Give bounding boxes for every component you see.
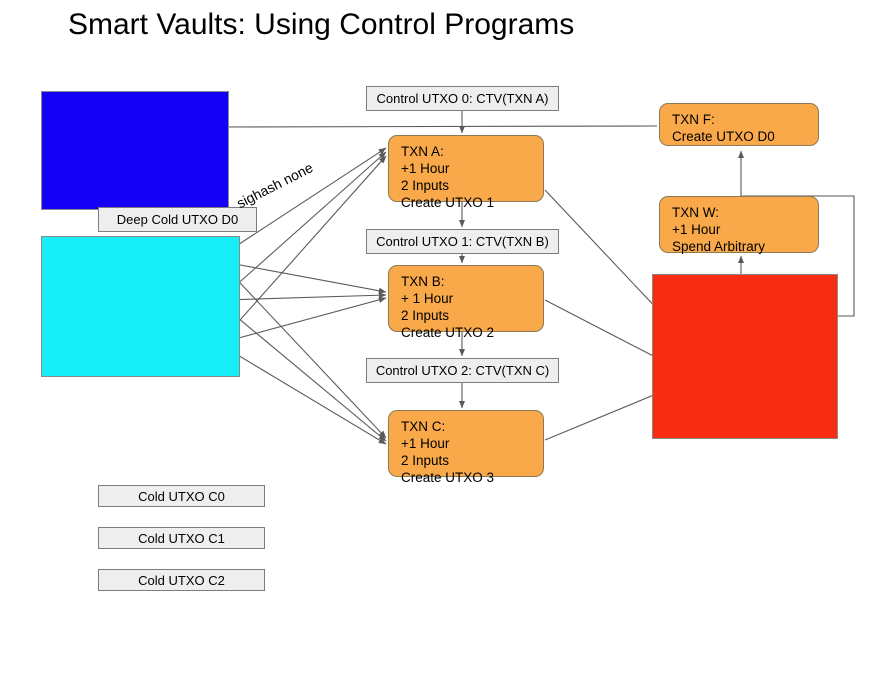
arrow-c1-to-txnb [223, 292, 387, 301]
transaction-box-txn-b[interactable]: TXN B: + 1 Hour 2 Inputs Create UTXO 2 [388, 265, 544, 340]
control-utxo-1-box[interactable]: Control UTXO 1: CTV(TXN B) [366, 229, 559, 254]
txn-c-line2: +1 Hour [401, 436, 450, 451]
diagram-canvas: Smart Vaults: Using Control Programs [41, 8, 855, 591]
control-utxo-2-box[interactable]: Control UTXO 2: CTV(TXN C) [366, 358, 559, 383]
txn-b-line2: + 1 Hour [401, 291, 454, 306]
utxo-box-c0[interactable]: Cold UTXO C0 [98, 485, 265, 507]
arrow-c2-to-txna [223, 155, 387, 339]
txn-f-line2: Create UTXO D0 [672, 129, 775, 144]
arrow-h0-to-txnf [737, 150, 855, 317]
txn-c-line1: TXN C: [401, 419, 446, 434]
txn-w-line1: TXN W: [672, 205, 719, 220]
utxo-box-c2[interactable]: Cold UTXO C2 [98, 569, 265, 591]
arrow-c1-to-txna [223, 151, 387, 297]
txn-b-line1: TXN B: [401, 274, 445, 289]
transaction-box-txn-w[interactable]: TXN W: +1 Hour Spend Arbitrary [659, 196, 819, 254]
txn-w-line3: Spend Arbitrary [672, 239, 766, 254]
utxo-box-c1[interactable]: Cold UTXO C1 [98, 527, 265, 549]
arrow-c1-to-txnc [225, 307, 387, 442]
transaction-box-txn-a[interactable]: TXN A: +1 Hour 2 Inputs Create UTXO 1 [388, 135, 544, 210]
deep-cold-storage-group: Deep Cold UTXO D0 [41, 91, 257, 232]
txn-b-line4: Create UTXO 2 [401, 325, 495, 340]
arrow-c2-to-txnc [225, 347, 387, 445]
arrow-c2-to-txnb [223, 296, 387, 343]
txn-f-line1: TXN F: [672, 112, 715, 127]
arrow-txna-to-h0 [544, 189, 662, 314]
arrow-txnf-to-d0 [217, 123, 658, 131]
arrow-txnb-to-h1 [544, 299, 662, 361]
txn-w-line2: +1 Hour [672, 222, 721, 237]
txn-c-line3: 2 Inputs [401, 453, 450, 468]
arrow-c0-to-txnc [225, 267, 387, 439]
cold-storage-group: Cold UTXO C0 Cold UTXO C1 Cold UTXO C2 [41, 236, 265, 591]
utxo-box-d0[interactable]: Deep Cold UTXO D0 [98, 207, 257, 232]
txn-b-line3: 2 Inputs [401, 308, 450, 323]
arrow-c0-to-txna [223, 147, 387, 255]
txn-a-line1: TXN A: [401, 144, 444, 159]
transaction-box-txn-c[interactable]: TXN C: +1 Hour 2 Inputs Create UTXO 3 [388, 410, 544, 485]
control-utxo-0-box[interactable]: Control UTXO 0: CTV(TXN A) [366, 86, 559, 111]
connector-layer [217, 111, 855, 445]
page-title: Smart Vaults: Using Control Programs [68, 8, 575, 41]
transaction-box-txn-f[interactable]: TXN F: Create UTXO D0 [659, 103, 819, 146]
txn-a-line3: 2 Inputs [401, 178, 450, 193]
arrow-c0-to-txnb [223, 261, 387, 294]
txn-c-line4: Create UTXO 3 [401, 470, 495, 485]
arrow-txnc-to-h2 [544, 391, 662, 441]
txn-a-line4: Create UTXO 1 [401, 195, 495, 210]
txn-a-line2: +1 Hour [401, 161, 450, 176]
hot-storage-group: Hot UTXO H0 +1 Hour Arbitrary OR CTV(F) … [652, 274, 838, 439]
